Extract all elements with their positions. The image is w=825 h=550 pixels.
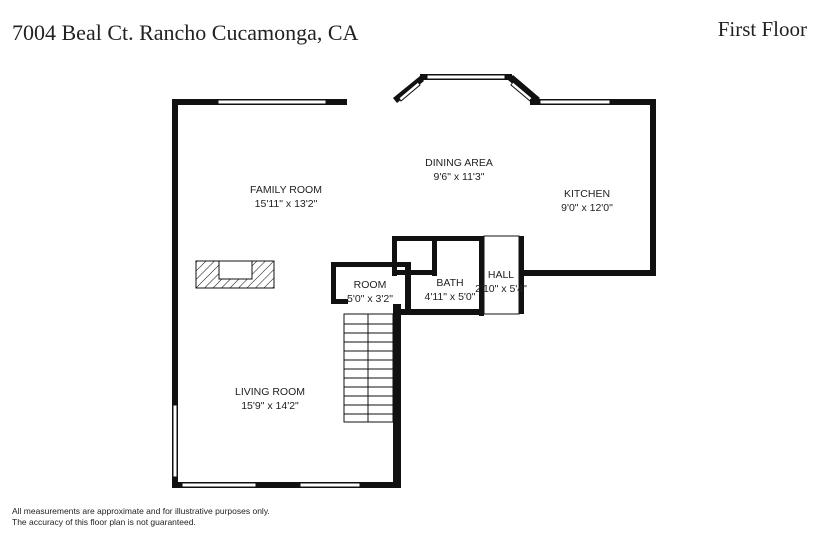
wall-hall-top	[392, 236, 484, 241]
window-top-family	[217, 99, 327, 105]
wall-stair-right	[393, 304, 401, 488]
wall-bath-left	[392, 236, 397, 276]
room-name-hall: HALL	[488, 269, 514, 281]
fireplace	[195, 260, 275, 289]
window-bottom	[181, 482, 257, 488]
room-dining-area: DINING AREA 9'6" x 11'3"	[425, 157, 493, 183]
bay-left-window	[398, 81, 421, 102]
wall-bottom	[172, 482, 401, 488]
room-name-kitchen: KITCHEN	[564, 188, 610, 200]
room-dims-family: 15'11" x 13'2"	[255, 198, 318, 210]
disclaimer-line-1: All measurements are approximate and for…	[12, 506, 270, 516]
wall-room-right	[405, 262, 411, 312]
wall-bath-top	[392, 270, 437, 275]
room-name-bath: BATH	[436, 277, 463, 289]
wall-kitchen-left-stub	[519, 236, 524, 276]
room-bath: BATH 4'11" x 5'0"	[425, 277, 476, 303]
wall-right-kitchen	[650, 99, 656, 276]
wall-hall-right	[479, 236, 484, 316]
bay-right	[508, 75, 540, 103]
stairs	[343, 313, 394, 423]
room-name-living: LIVING ROOM	[235, 386, 305, 398]
room-small: ROOM 5'0" x 3'2"	[347, 279, 393, 305]
address-title: 7004 Beal Ct. Rancho Cucamonga, CA	[12, 20, 359, 45]
room-family-room: FAMILY ROOM 15'11" x 13'2"	[250, 184, 322, 210]
wall-room-bottom	[331, 299, 348, 304]
room-dims-hall: 2'10" x 5'4"	[475, 283, 527, 295]
disclaimer: All measurements are approximate and for…	[12, 506, 270, 528]
floor-label: First Floor	[717, 17, 807, 41]
hall-floor-outline	[483, 235, 520, 315]
room-dims-dining: 9'6" x 11'3"	[434, 171, 485, 183]
room-name-room: ROOM	[354, 279, 387, 291]
wall-bath-bottom	[400, 309, 484, 315]
wall-bath-inner	[432, 238, 437, 276]
room-dims-living: 15'9" x 14'2"	[241, 400, 299, 412]
door-bottom	[299, 482, 361, 488]
room-dims-room: 5'0" x 3'2"	[347, 293, 393, 305]
room-hall: HALL 2'10" x 5'4"	[475, 269, 527, 295]
wall-room-top	[331, 262, 411, 267]
wall-hall-right-lower	[519, 276, 524, 314]
bay-top-window	[426, 74, 506, 80]
window-left	[172, 404, 178, 478]
wall-left	[172, 99, 178, 487]
room-dims-kitchen: 9'0" x 12'0"	[561, 202, 613, 214]
room-kitchen: KITCHEN 9'0" x 12'0"	[561, 188, 613, 214]
room-dims-bath: 4'11" x 5'0"	[425, 291, 476, 303]
window-top-kitchen	[539, 99, 611, 105]
room-name-family: FAMILY ROOM	[250, 184, 322, 196]
room-living-room: LIVING ROOM 15'9" x 14'2"	[235, 386, 305, 412]
disclaimer-line-2: The accuracy of this floor plan is not g…	[12, 517, 196, 527]
wall-room-left	[331, 262, 336, 302]
wall-bottom-kitchen	[522, 270, 656, 276]
room-name-dining: DINING AREA	[425, 157, 493, 169]
